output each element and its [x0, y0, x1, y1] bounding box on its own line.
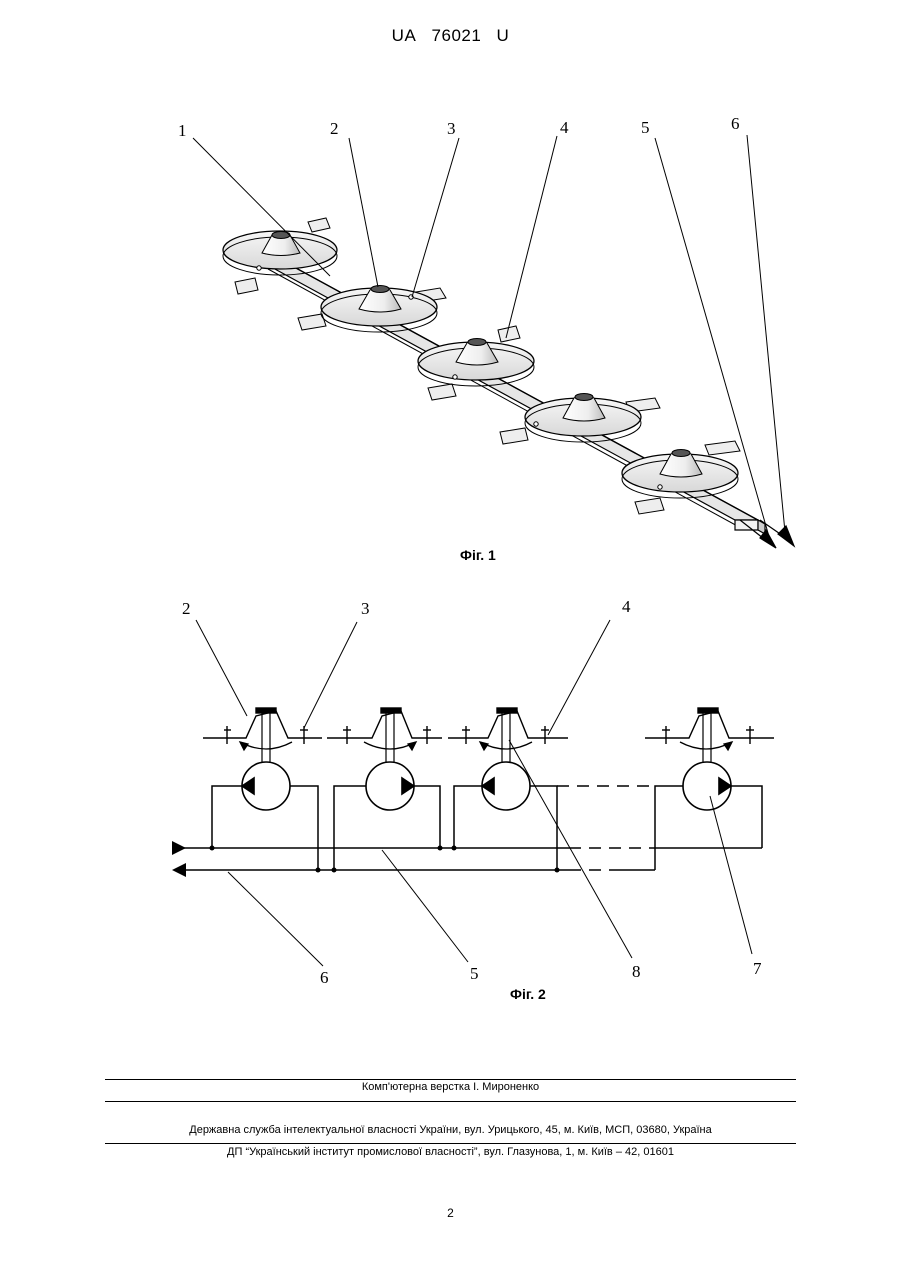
circuit-junctions — [210, 846, 560, 873]
fig2-label-5: 5 — [470, 964, 479, 983]
disc-profiles — [203, 708, 774, 744]
fig1-label-1: 1 — [178, 121, 187, 140]
fig1-label-6: 6 — [731, 114, 740, 133]
disc-hub — [468, 339, 486, 346]
pressure-inlet-arrow — [172, 841, 186, 855]
disc-hub — [371, 286, 389, 293]
fig1-label-2: 2 — [330, 119, 339, 138]
page-number: 2 — [0, 1206, 901, 1220]
fig2-label-4: 4 — [622, 597, 631, 616]
figure-2-caption: Фіг. 2 — [510, 986, 546, 1002]
footer-rule-mid — [105, 1101, 796, 1102]
layout-credit: Комп'ютерна верстка І. Мироненко — [0, 1081, 901, 1093]
rotation-arrows — [240, 742, 732, 750]
fig2-label-7: 7 — [753, 959, 762, 978]
knife-blade — [635, 498, 664, 514]
fig2-label-3: 3 — [361, 599, 370, 618]
return-outlet-arrow — [172, 863, 186, 877]
fig1-label-5: 5 — [641, 118, 650, 137]
knife-blade — [428, 384, 456, 400]
knife-blade — [498, 326, 520, 342]
flow-arrows — [172, 841, 186, 877]
fig1-labels: 1 2 3 4 5 6 — [178, 114, 740, 140]
knife-blade — [705, 441, 740, 455]
dashed-continuation — [557, 786, 655, 870]
disc-hub — [575, 394, 593, 401]
fig2-label-6: 6 — [320, 968, 329, 987]
knife-blade — [235, 278, 258, 294]
figure-1-caption: Фіг. 1 — [460, 547, 496, 563]
fig2-label-8: 8 — [632, 962, 641, 981]
institute-address: ДП “Український інститут промислової вла… — [0, 1146, 901, 1158]
agency-address: Державна служба інтелектуальної власност… — [0, 1124, 901, 1136]
footer-rule-bottom — [105, 1143, 796, 1144]
knife-blade — [500, 428, 528, 444]
figure-2-schematic: 2 3 4 6 5 8 7 — [0, 580, 901, 1010]
disc-hub — [672, 450, 690, 457]
fig2-label-2: 2 — [182, 599, 191, 618]
knife-blade — [308, 218, 330, 232]
footer-rule-top — [105, 1079, 796, 1080]
figure-1-drawing: 1 2 3 4 5 6 — [0, 0, 901, 580]
fig1-label-4: 4 — [560, 118, 569, 137]
fig1-label-3: 3 — [447, 119, 456, 138]
